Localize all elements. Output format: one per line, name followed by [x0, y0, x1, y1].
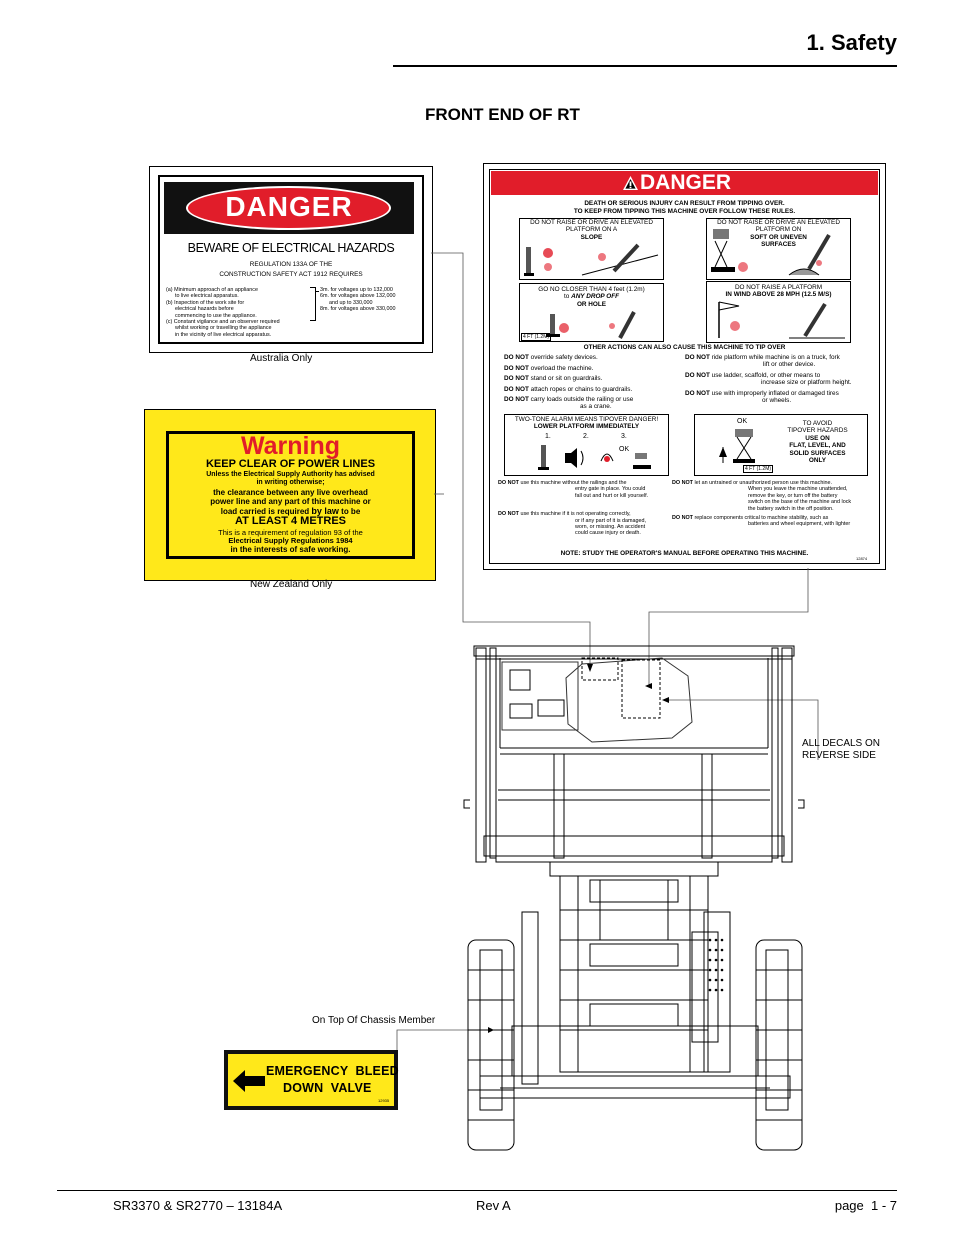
australia-caption: Australia Only	[250, 353, 313, 364]
soft-surface-rule-box: DO NOT RAISE OR DRIVE AN ELEVATED PLATFO…	[706, 218, 851, 280]
warning-word: Warning	[240, 432, 341, 460]
danger-banner: DANGER	[164, 182, 414, 234]
level-surface-illustration-icon	[719, 429, 755, 463]
drop-off-illustration-icon	[546, 311, 636, 339]
bottom-right-rules: DO NOT let an untrained or unauthorized …	[672, 480, 852, 528]
reverse-side-callout: ALL DECALS ON REVERSE SIDE	[802, 738, 880, 761]
aus-subtitle: BEWARE OF ELECTRICAL HAZARDS	[187, 241, 395, 255]
emergency-bleed-decal: EMERGENCY BLEED DOWN VALVE 12935	[224, 1050, 399, 1110]
nz-warning-decal: Warning KEEP CLEAR OF POWER LINES Unless…	[144, 409, 436, 581]
slope-rule-box: DO NOT RAISE OR DRIVE AN ELEVATED PLATFO…	[519, 218, 664, 280]
australia-danger-decal: DANGER BEWARE OF ELECTRICAL HAZARDS REGU…	[149, 166, 433, 353]
machine-front-drawing	[463, 645, 805, 1151]
header-rule	[393, 65, 897, 67]
tipover-danger-decal: DANGER DEATH OR SERIOUS INJURY CAN RESUL…	[483, 163, 886, 570]
aus-reg-line1: REGULATION 133A OF THE	[249, 261, 333, 268]
alarm-illustration-icon	[538, 445, 651, 470]
aus-items: (a) Minimum approach of an appliance to …	[166, 287, 280, 338]
footer-rev: Rev A	[476, 1198, 511, 1213]
danger-header-bar: DANGER	[491, 171, 878, 195]
wind-rule-box: DO NOT RAISE A PLATFORM IN WIND ABOVE 28…	[706, 281, 851, 343]
arrow-left-icon	[233, 1070, 265, 1092]
danger-oval	[186, 186, 391, 230]
footer-page: page 1 - 7	[834, 1198, 897, 1213]
avoid-hazards-box: OK TO AVOID TIPOVER HAZARDS USE ON FLAT,…	[694, 414, 868, 476]
wind-illustration-icon	[718, 301, 845, 339]
bottom-left-rules: DO NOT use this machine without the rail…	[498, 480, 649, 537]
page-heading: FRONT END OF RT	[425, 105, 580, 124]
left-rules: DO NOT override safety devices. DO NOT o…	[504, 354, 634, 411]
drop-off-rule-box: GO NO CLOSER THAN 4 feet (1.2m) to ANY D…	[519, 283, 664, 342]
slope-illustration-icon	[524, 243, 659, 276]
section-title: 1. Safety	[806, 30, 898, 55]
soft-surface-illustration-icon	[711, 229, 831, 276]
danger-title: DANGER	[640, 171, 732, 194]
chassis-callout: On Top Of Chassis Member	[312, 1015, 436, 1026]
danger-word: DANGER	[225, 191, 353, 222]
footer-model: SR3370 & SR2770 – 13184A	[113, 1198, 283, 1213]
manual-note: NOTE: STUDY THE OPERATOR'S MANUAL BEFORE…	[560, 550, 809, 557]
warning-triangle-icon	[623, 176, 638, 190]
aus-bracket	[310, 287, 316, 321]
alarm-box: TWO-TONE ALARM MEANS TIPOVER DANGER! LOW…	[504, 414, 669, 476]
nz-caption: New Zealand Only	[250, 579, 333, 590]
aus-reg-line2: CONSTRUCTION SAFETY ACT 1912 REQUIRES	[219, 271, 363, 278]
right-rules: DO NOT ride platform while machine is on…	[685, 354, 852, 405]
footer-rule	[57, 1190, 897, 1191]
aus-distances: 3m. for voltages up to 132,000 6m. for v…	[320, 287, 396, 313]
